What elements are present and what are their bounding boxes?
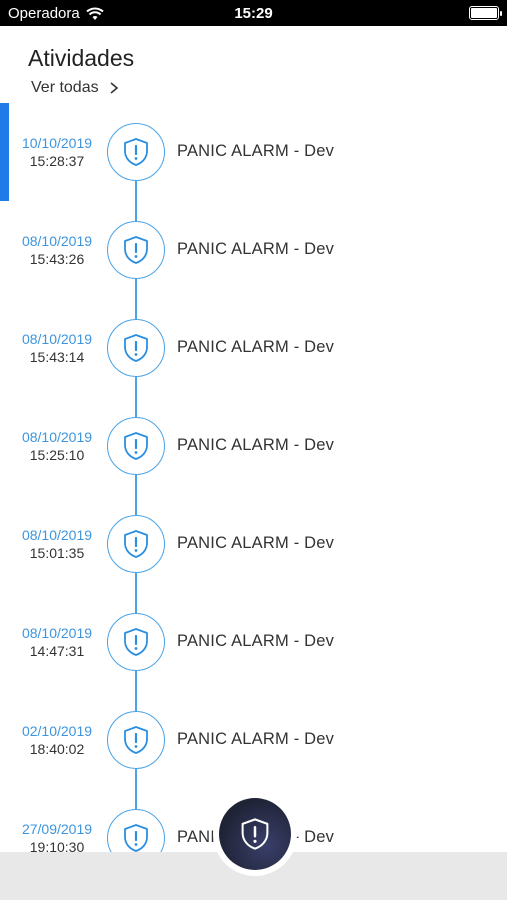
shield-alert-icon	[124, 138, 148, 166]
carrier-name: Operadora	[8, 5, 80, 22]
activity-date: 02/10/2019	[21, 723, 93, 739]
activity-node	[107, 319, 165, 377]
page-title: Atividades	[28, 45, 135, 71]
activity-time: 14:47:31	[29, 643, 85, 659]
activity-time: 15:28:37	[29, 153, 85, 169]
activity-time: 15:43:26	[29, 251, 85, 267]
status-time: 15:29	[234, 5, 273, 22]
shield-alert-icon	[124, 236, 148, 264]
status-bar: Operadora 15:29	[0, 0, 507, 26]
carrier-group: Operadora	[8, 5, 104, 22]
shield-alert-icon	[124, 726, 148, 754]
battery-icon	[469, 6, 502, 20]
activity-time: 15:43:14	[29, 349, 85, 365]
activity-date: 08/10/2019	[21, 331, 93, 347]
activity-label: PANIC ALARM - Dev	[177, 338, 335, 356]
activity-row[interactable]: 02/10/2019 18:40:02 PANIC ALARM - Dev	[0, 691, 507, 789]
wifi-icon	[86, 7, 104, 20]
shield-alert-icon	[124, 432, 148, 460]
activity-date: 10/10/2019	[21, 135, 93, 151]
activity-node	[107, 711, 165, 769]
see-all-link[interactable]: Ver todas	[31, 79, 121, 97]
active-row-indicator	[0, 103, 9, 201]
activity-node	[107, 613, 165, 671]
activity-time: 15:01:35	[29, 545, 85, 561]
activity-row[interactable]: 08/10/2019 15:43:14 PANIC ALARM - Dev	[0, 299, 507, 397]
activity-time: 18:40:02	[29, 741, 85, 757]
activity-time: 15:25:10	[29, 447, 85, 463]
activity-date: 27/09/2019	[21, 821, 93, 837]
activity-label: PANIC ALARM - Dev	[177, 632, 335, 650]
activity-date: 08/10/2019	[21, 429, 93, 445]
activity-node	[107, 221, 165, 279]
activity-label: PANIC ALARM - Dev	[177, 436, 335, 454]
activity-label: PANIC ALARM - Dev	[177, 730, 335, 748]
shield-alert-icon	[124, 824, 148, 852]
shield-alert-icon	[124, 530, 148, 558]
shield-alert-icon	[124, 628, 148, 656]
see-all-label: Ver todas	[31, 79, 99, 96]
activity-row[interactable]: 10/10/2019 15:28:37 PANIC ALARM - Dev	[0, 103, 507, 201]
activity-row[interactable]: 08/10/2019 15:43:26 PANIC ALARM - Dev	[0, 201, 507, 299]
activity-date: 08/10/2019	[21, 625, 93, 641]
activity-label: PANIC ALARM - Dev	[177, 240, 335, 258]
timeline-line	[135, 152, 137, 852]
activity-label: PANIC ALARM - Dev	[177, 142, 335, 160]
activity-row[interactable]: 08/10/2019 15:01:35 PANIC ALARM - Dev	[0, 495, 507, 593]
activity-date: 08/10/2019	[21, 527, 93, 543]
activity-node	[107, 123, 165, 181]
activity-date: 08/10/2019	[21, 233, 93, 249]
activity-row[interactable]: 08/10/2019 15:25:10 PANIC ALARM - Dev	[0, 397, 507, 495]
shield-alert-icon	[124, 334, 148, 362]
shield-alert-icon	[241, 818, 269, 850]
chevron-right-icon	[110, 82, 118, 94]
activity-node	[107, 417, 165, 475]
activity-node	[107, 515, 165, 573]
activity-row[interactable]: 08/10/2019 14:47:31 PANIC ALARM - Dev	[0, 593, 507, 691]
panic-button[interactable]	[219, 798, 291, 870]
activity-label: PANIC ALARM - Dev	[177, 534, 335, 552]
activity-time: 19:10:30	[29, 839, 85, 855]
